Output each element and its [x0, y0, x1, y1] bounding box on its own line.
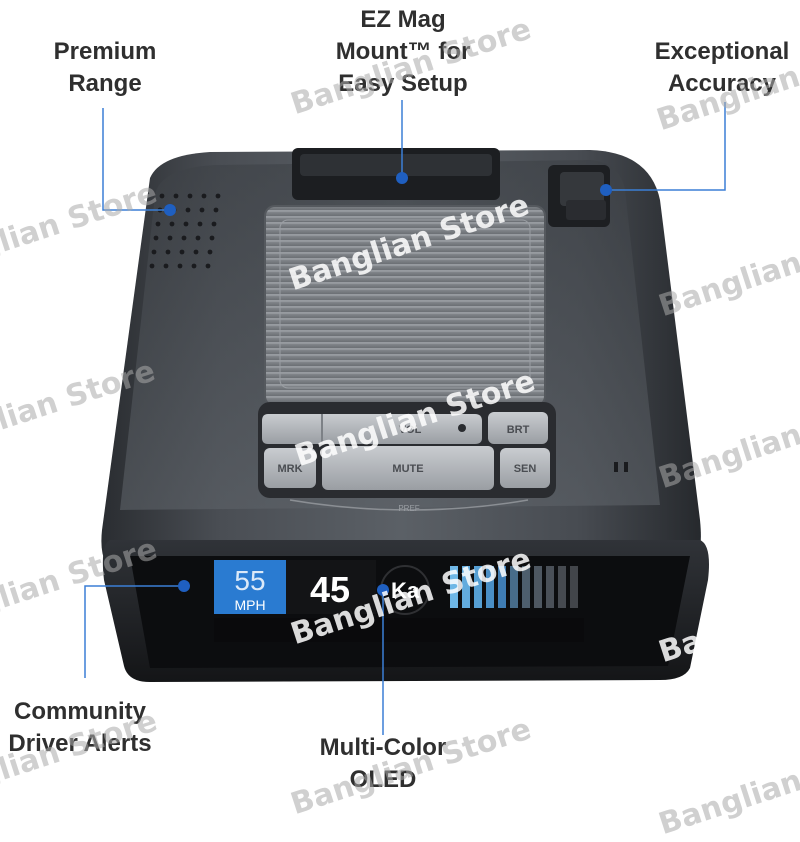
callout-lines — [84, 100, 726, 735]
mute-button[interactable] — [322, 446, 494, 490]
callout-exceptional-accuracy-line2: Accuracy — [667, 70, 777, 97]
callout-dots — [164, 172, 612, 596]
band-label: Ka — [391, 578, 420, 603]
callout-exceptional-accuracy: Exceptional Accuracy — [644, 36, 800, 100]
callout-oled-line2: OLED — [349, 766, 417, 793]
vol-button[interactable] — [262, 414, 482, 444]
signal-meter — [450, 566, 578, 608]
mute-label: MUTE — [392, 463, 423, 475]
vol-label: VOL — [399, 424, 422, 436]
top-pad — [264, 205, 546, 407]
callout-oled-line1: Multi-Color — [319, 734, 447, 761]
accuracy-sensor — [548, 165, 610, 227]
callout-community-line1: Community — [14, 698, 146, 725]
callout-ez-mag-mount-line1: EZ Mag — [360, 6, 446, 33]
callout-ez-mag-mount: EZ Mag Mount™ for Easy Setup — [318, 4, 488, 100]
speaker-grille — [149, 193, 221, 269]
pref-arc — [289, 499, 529, 511]
callout-premium-range: Premium Range — [40, 36, 170, 100]
callout-multi-color-oled: Multi-Color OLED — [306, 732, 460, 796]
radar-detector-illustration: VOL BRT MRK MUTE SEN PREF 55 MPH 45 Ka — [84, 100, 726, 735]
callout-premium-range-line2: Range — [68, 70, 142, 97]
callout-ez-mag-mount-line3: Easy Setup — [338, 70, 468, 97]
callout-premium-range-line1: Premium — [53, 38, 157, 65]
callout-exceptional-accuracy-line1: Exceptional — [654, 38, 790, 65]
brt-label: BRT — [507, 424, 530, 436]
speed-value: 55 — [234, 565, 265, 596]
mrk-button[interactable] — [264, 448, 316, 488]
oled-display — [214, 560, 584, 642]
brt-button[interactable] — [488, 412, 548, 444]
alert-value: 45 — [310, 569, 350, 610]
sen-button[interactable] — [500, 448, 550, 488]
pref-label: PREF — [398, 504, 419, 513]
callout-community-driver-alerts: Community Driver Alerts — [0, 696, 160, 760]
sen-label: SEN — [514, 463, 537, 475]
callout-community-line2: Driver Alerts — [8, 730, 152, 757]
mrk-label: MRK — [277, 463, 302, 475]
callout-ez-mag-mount-line2: Mount™ for — [335, 38, 471, 65]
speed-unit: MPH — [234, 597, 265, 613]
